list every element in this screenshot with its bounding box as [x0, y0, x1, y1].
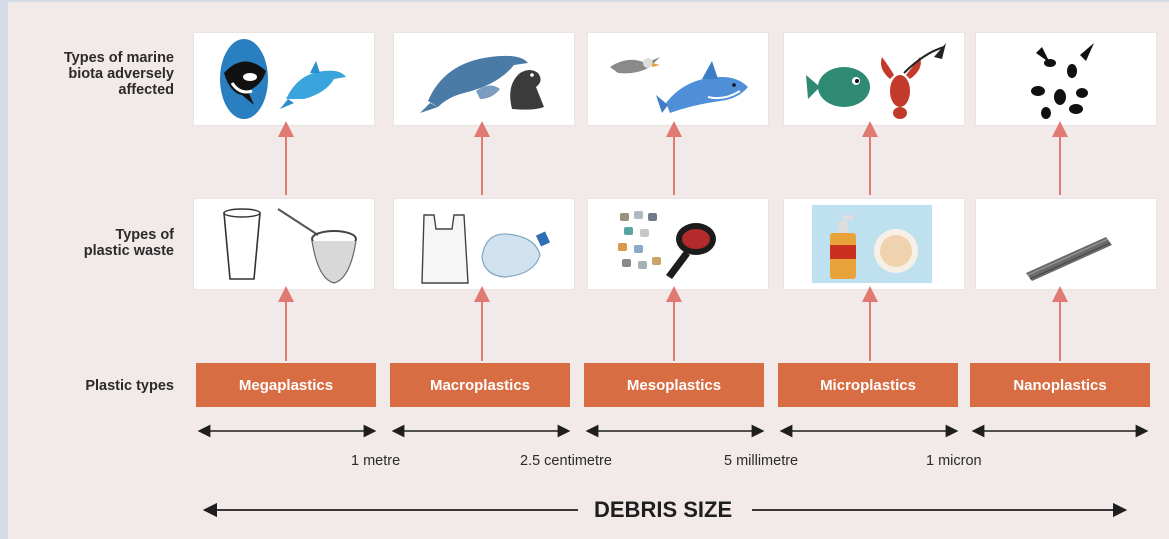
bottle-icon: [481, 231, 551, 278]
pellets-icon: [618, 211, 661, 269]
plastic-bag-icon: [421, 214, 469, 284]
size-label-millimetre: 5 millimetre: [724, 453, 799, 469]
hairbrush-icon: [666, 223, 716, 279]
debris-size-title: DEBRIS SIZE: [594, 497, 733, 522]
waste-panel-nano: [976, 199, 1156, 289]
plastic-type-macro: Macroplastics: [390, 363, 570, 407]
row-label-plastic: Plastic types: [85, 378, 174, 394]
seabird-and-shark-icon: [610, 57, 748, 113]
plastic-type-mega: Megaplastics: [196, 363, 376, 407]
fish-and-lobster-icon: [806, 43, 946, 119]
size-label-micron: 1 micron: [926, 453, 982, 469]
plastic-type-nano: Nanoplastics: [970, 363, 1150, 407]
waste-panel-meso: [588, 199, 768, 289]
biota-panel-micro: [784, 33, 964, 125]
whale-and-seal-icon: [420, 55, 544, 113]
soap-dispenser-icon: [830, 215, 856, 279]
plastic-type-micro: Microplastics: [778, 363, 958, 407]
row-label-waste: Types of plastic waste: [83, 227, 174, 259]
size-label-metre: 1 metre: [351, 453, 401, 469]
fishing-net-icon: [277, 208, 357, 284]
waste-panel-mega: [194, 199, 374, 289]
biota-panel-meso: [588, 33, 768, 125]
dolphin-icon: [280, 61, 346, 109]
bead-dish-icon: [874, 229, 918, 273]
cup-icon: [223, 208, 261, 280]
nanotube-icon: [1026, 237, 1112, 281]
biota-panel-macro: [394, 33, 574, 125]
biota-panel-mega: [194, 33, 374, 125]
biota-panel-nano: [976, 33, 1156, 125]
waste-panel-macro: [394, 199, 574, 289]
plastic-type-meso: Mesoplastics: [584, 363, 764, 407]
orca-icon: [220, 39, 346, 119]
plankton-icon: [1031, 43, 1094, 119]
waste-panel-micro: [784, 199, 964, 289]
size-label-centimetre: 2.5 centimetre: [520, 453, 612, 469]
row-label-biota: Types of marine biota adversely affected: [63, 50, 174, 98]
